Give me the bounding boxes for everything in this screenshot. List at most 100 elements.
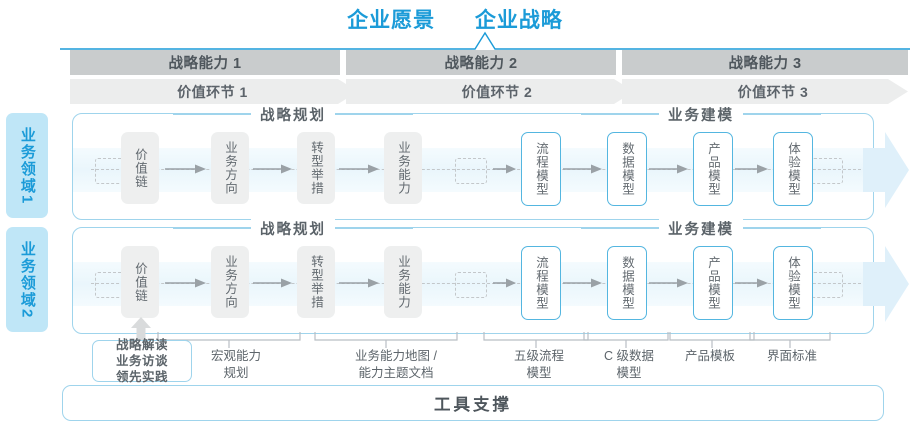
tool-note-text: 战略解读 业务访谈 领先实践 — [115, 337, 168, 385]
placeholder-box-end-1 — [811, 158, 843, 184]
domain-tag-1[interactable]: 业务领域 1 — [6, 113, 48, 218]
flow-track-2 — [91, 283, 861, 284]
tool-label-c-level-data: C 级数据 模型 — [603, 349, 654, 380]
section-rule-left — [173, 227, 251, 229]
arrow-icon — [735, 278, 768, 288]
section-header-modeling-1: 业务建模 — [581, 103, 821, 125]
value-chevron-shapes — [70, 79, 908, 104]
node-product-model-2[interactable]: 产品模型 — [693, 246, 733, 320]
section-rule-left — [581, 227, 659, 229]
node-label: 价值链 — [133, 261, 147, 303]
capability-cell-3[interactable]: 战略能力 3 — [622, 50, 908, 75]
arrow-icon — [339, 164, 379, 174]
arrow-icon — [339, 278, 379, 288]
arrow-icon — [649, 164, 688, 174]
section-rule-right — [743, 113, 821, 115]
value-link-label-2[interactable]: 价值环节 2 — [461, 83, 533, 100]
node-business-capability-1[interactable]: 业务能力 — [384, 132, 422, 204]
node-data-model-1[interactable]: 数据模型 — [607, 132, 647, 206]
node-business-direction-1[interactable]: 业务方向 — [211, 132, 249, 204]
section-title-modeling-1: 业务建模 — [659, 103, 743, 125]
arrow-icon — [165, 164, 206, 174]
tool-label-five-level-process: 五级流程 模型 — [513, 349, 564, 380]
arrow-icon — [165, 278, 206, 288]
tool-label-macro-capability: 宏观能力 规划 — [210, 349, 261, 380]
node-experience-model-2[interactable]: 体验模型 — [773, 246, 813, 320]
node-label: 业务方向 — [223, 141, 237, 195]
flow-band-1 — [73, 148, 873, 192]
domain-tag-2-number: 2 — [18, 308, 36, 319]
arrow-icon — [253, 164, 292, 174]
capability-cell-1[interactable]: 战略能力 1 — [70, 50, 340, 75]
bracket-connectors — [157, 332, 831, 348]
node-label: 体验模型 — [786, 256, 800, 310]
section-title-modeling-2: 业务建模 — [659, 217, 743, 239]
node-label: 体验模型 — [786, 142, 800, 196]
node-label: 产品模型 — [706, 142, 720, 196]
up-arrow-icon — [131, 317, 151, 342]
strategy-title: 企业战略 — [474, 9, 563, 32]
node-transformation-measures-2[interactable]: 转型举措 — [297, 246, 335, 318]
node-label: 业务能力 — [396, 255, 410, 309]
arrow-icon — [563, 164, 602, 174]
node-value-chain-1[interactable]: 价值链 — [121, 132, 159, 204]
node-business-direction-2[interactable]: 业务方向 — [211, 246, 249, 318]
node-label: 转型举措 — [309, 141, 323, 195]
capability-cell-2[interactable]: 战略能力 2 — [346, 50, 616, 75]
placeholder-box-end-2 — [811, 272, 843, 298]
node-label: 数据模型 — [620, 142, 634, 196]
section-rule-right — [335, 113, 413, 115]
tool-label-ui-standard: 界面标准 — [766, 349, 817, 363]
node-label: 业务能力 — [396, 141, 410, 195]
tool-support-label: 工具支撑 — [434, 396, 512, 414]
node-label: 流程模型 — [534, 142, 548, 196]
arrow-icon — [649, 278, 688, 288]
placeholder-box-mid-1 — [455, 158, 487, 184]
tool-label-capability-map: 业务能力地图 / 能力主题文档 — [355, 349, 437, 380]
section-rule-right — [743, 227, 821, 229]
domain-tag-1-number: 1 — [18, 194, 36, 205]
node-process-model-1[interactable]: 流程模型 — [521, 132, 561, 206]
flow-track-1 — [91, 169, 861, 170]
node-data-model-2[interactable]: 数据模型 — [607, 246, 647, 320]
section-rule-left — [581, 113, 659, 115]
node-process-model-2[interactable]: 流程模型 — [521, 246, 561, 320]
tool-support-bar: 工具支撑 — [62, 385, 884, 421]
domain-tag-1-label: 业务领域 — [18, 126, 36, 195]
top-titles: 企业愿景 企业战略 — [0, 4, 910, 34]
node-label: 数据模型 — [620, 256, 634, 310]
node-label: 产品模型 — [706, 256, 720, 310]
node-product-model-1[interactable]: 产品模型 — [693, 132, 733, 206]
section-rule-left — [173, 113, 251, 115]
node-label: 转型举措 — [309, 255, 323, 309]
domain-row-2: 战略规划 业务建模 价值链 业务方向 转型举措 业务能力 流程模型 数据模型 产… — [72, 217, 909, 334]
section-header-planning-1: 战略规划 — [173, 103, 413, 125]
arrow-icon — [493, 278, 516, 288]
domain-row-1: 战略规划 业务建模 价值链 业务方向 转型举措 业务能力 流程模型 数据模型 产… — [72, 103, 909, 220]
section-title-planning-2: 战略规划 — [251, 217, 335, 239]
arrow-icon — [735, 164, 768, 174]
node-label: 业务方向 — [223, 255, 237, 309]
section-header-modeling-2: 业务建模 — [581, 217, 821, 239]
section-header-planning-2: 战略规划 — [173, 217, 413, 239]
capability-header-row: 战略能力 1 战略能力 2 战略能力 3 — [70, 50, 908, 75]
value-link-label-3[interactable]: 价值环节 3 — [737, 83, 809, 100]
node-value-chain-2[interactable]: 价值链 — [121, 246, 159, 318]
arrow-icon — [253, 278, 292, 288]
connector-line — [60, 31, 910, 50]
node-experience-model-1[interactable]: 体验模型 — [773, 132, 813, 206]
tool-label-product-template: 产品模板 — [684, 349, 735, 363]
domain-tag-2-label: 业务领域 — [18, 240, 36, 309]
value-link-label-1[interactable]: 价值环节 1 — [177, 83, 248, 100]
node-label: 价值链 — [133, 147, 147, 189]
arrow-icon — [493, 164, 516, 174]
node-business-capability-2[interactable]: 业务能力 — [384, 246, 422, 318]
node-label: 流程模型 — [534, 256, 548, 310]
domain-tag-2[interactable]: 业务领域 2 — [6, 227, 48, 332]
placeholder-box-mid-2 — [455, 272, 487, 298]
section-rule-right — [335, 227, 413, 229]
section-title-planning-1: 战略规划 — [251, 103, 335, 125]
node-transformation-measures-1[interactable]: 转型举措 — [297, 132, 335, 204]
arrow-icon — [563, 278, 602, 288]
tool-note-box[interactable]: 战略解读 业务访谈 领先实践 — [92, 338, 192, 384]
